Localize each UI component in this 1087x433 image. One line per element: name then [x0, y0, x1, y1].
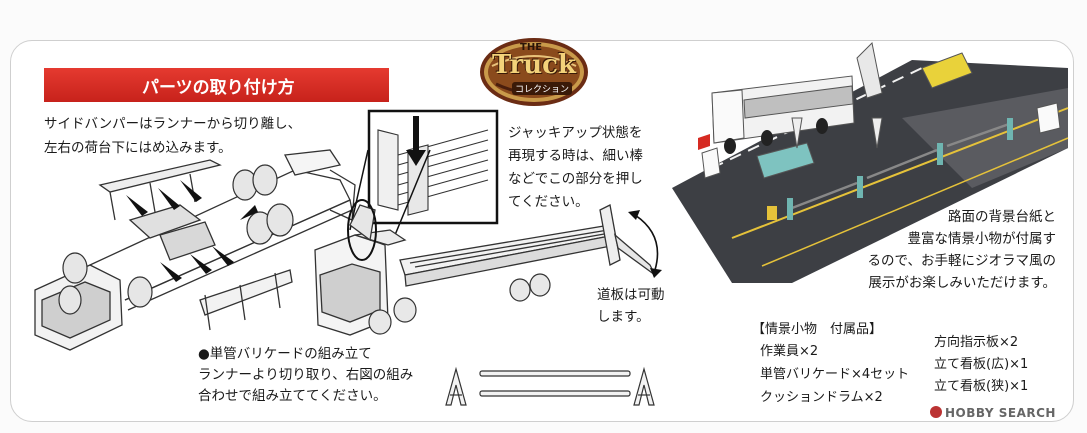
hobby-search-icon	[930, 406, 942, 418]
ramp-line-2: します。	[597, 309, 650, 325]
bumper-instruction: サイドバンパーはランナーから切り離し、 左右の荷台下にはめ込みます。	[44, 112, 301, 160]
barricade-line-1: ランナーより切り取り、右図の組み	[198, 367, 414, 383]
diorama-description: 路面の背景台紙と 豊富な情景小物が付属す るので、お手軽にジオラマ風の 展示がお…	[800, 206, 1056, 294]
bumper-line-1: サイドバンパーはランナーから切り離し、	[44, 116, 302, 132]
truck-collection-logo: THE Truck コレクション	[478, 36, 590, 108]
jack-detail-inset	[367, 109, 499, 225]
chassis-diagram	[34, 149, 356, 351]
diorama-line-2: 豊富な情景小物が付属す	[907, 231, 1057, 247]
accessory-item: 単管バリケード×4セット	[760, 367, 910, 382]
section-heading: パーツの取り付け方	[44, 68, 389, 102]
flatbed-truck-diagram	[314, 199, 662, 336]
barricade-line-2: 合わせで組み立ててください。	[198, 388, 387, 404]
accessory-item: 作業員×2	[760, 344, 819, 359]
barricade-parts-diagram	[445, 366, 655, 406]
ramp-instruction: 道板は可動 します。	[597, 284, 665, 328]
hobby-search-watermark: HOBBY SEARCH	[930, 406, 1056, 420]
accessory-item: クッションドラム×2	[760, 390, 883, 405]
accessory-item: 方向指示板×2	[934, 335, 1019, 350]
accessories-title: 【情景小物 付属品】	[752, 322, 883, 337]
accessories-left-list: 作業員×2 単管バリケード×4セット クッションドラム×2	[760, 340, 909, 409]
logo-sub-text: コレクション	[512, 82, 573, 95]
jack-line-3: などでこの部分を押し	[508, 171, 643, 187]
watermark-text: HOBBY SEARCH	[945, 406, 1056, 420]
jack-line-1: ジャッキアップ状態を	[508, 125, 643, 141]
jack-line-4: てください。	[508, 194, 589, 210]
logo-top-text: THE	[520, 42, 543, 53]
accessories-right-list: 方向指示板×2 立て看板(広)×1 立て看板(狭)×1	[934, 332, 1028, 398]
diorama-line-3: るので、お手軽にジオラマ風の	[867, 253, 1056, 269]
barricade-title: ●単管バリケードの組み立て	[198, 346, 372, 362]
accessory-item: 立て看板(狭)×1	[934, 379, 1029, 394]
logo-main-text: Truck	[492, 50, 576, 80]
barricade-instruction: ●単管バリケードの組み立て ランナーより切り取り、右図の組み 合わせで組み立てて…	[198, 344, 413, 407]
accessory-item: 立て看板(広)×1	[934, 357, 1029, 372]
jack-line-2: 再現する時は、細い棒	[508, 148, 643, 164]
bumper-line-2: 左右の荷台下にはめ込みます。	[44, 140, 232, 156]
diorama-line-1: 路面の背景台紙と	[948, 209, 1056, 225]
diorama-line-4: 展示がお楽しみいただけます。	[868, 275, 1056, 291]
jack-instruction: ジャッキアップ状態を 再現する時は、細い棒 などでこの部分を押し てください。	[508, 122, 643, 214]
diorama-photo	[672, 41, 1069, 283]
ramp-line-1: 道板は可動	[597, 287, 665, 303]
inset-pointer-lines	[349, 149, 431, 236]
